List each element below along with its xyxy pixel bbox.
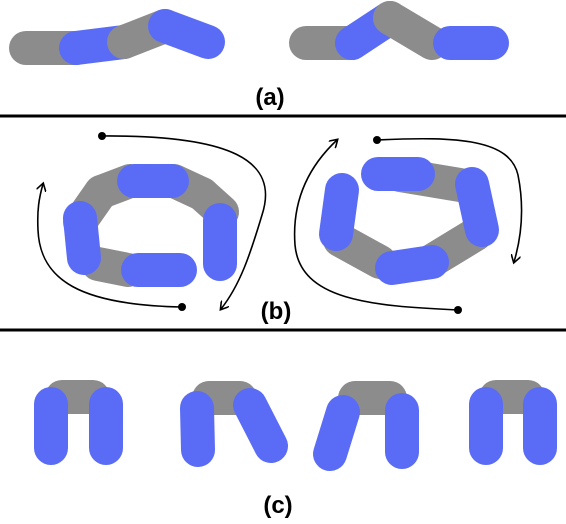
rod-blue [455,167,499,247]
rotation-arrow [376,137,523,262]
panel-b-arrows-left [38,132,267,311]
rod-blue [375,245,449,285]
panel-b-ring-right [319,157,499,285]
panel-a-chain-left [9,9,225,65]
panel-c-pair-4 [469,380,557,465]
panel-a-chain-right [289,1,509,60]
rod-blue [148,9,225,59]
rod-blue [233,388,288,463]
rod-blue [63,201,101,275]
panel-b-arrows-right [293,136,523,314]
panel-b-label: (b) [260,298,292,325]
rod-blue [319,173,359,251]
rotation-arrow [293,140,459,311]
rod-blue [313,395,360,471]
panel-c-pair-2 [180,381,288,467]
rod-gray [373,1,449,60]
panel-a-label: (a) [255,84,285,111]
panel-b-ring-left [63,164,239,287]
panel-c-label: (c) [263,492,293,519]
rod-blue [180,391,215,467]
rotation-arrow [38,184,183,308]
panel-c-pair-1 [34,380,123,465]
rotation-arrow [101,135,267,309]
panel-c-pair-3 [313,381,419,471]
